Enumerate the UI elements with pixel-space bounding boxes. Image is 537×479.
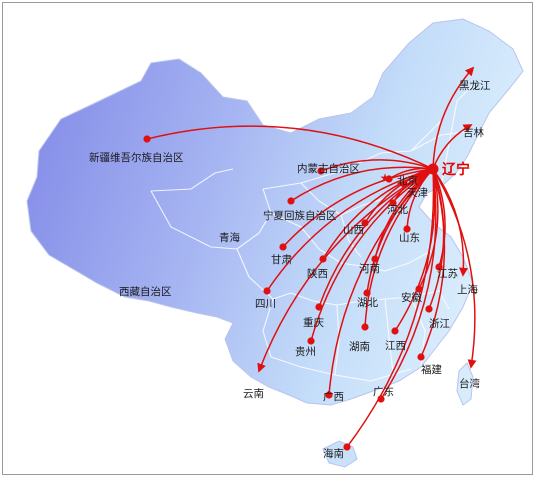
route-line	[432, 66, 475, 170]
province-label: 黑龙江	[459, 79, 491, 92]
taiwan-island	[456, 362, 474, 406]
province-label: 吉林	[463, 126, 484, 139]
province-label: 新疆维吾尔族自治区	[89, 151, 184, 164]
province-label: 福建	[421, 363, 442, 376]
province-label: 上海	[457, 283, 478, 296]
destination-dot	[343, 443, 351, 451]
province-label: 青海	[219, 231, 240, 244]
route-line	[320, 159, 434, 172]
route-line	[310, 168, 434, 342]
destination-dot	[361, 323, 369, 331]
province-label: 山西	[343, 224, 364, 236]
province-label: 广西	[323, 391, 344, 403]
map-frame: ★ 黑龙江吉林内蒙古自治区 新疆维吾尔族自治区北京天津宁夏回族自治区 河北青海 山西甘…	[2, 2, 533, 475]
province-label: 安徽	[401, 291, 422, 304]
destination-dot	[403, 225, 411, 233]
province-label: 浙江	[429, 318, 450, 330]
destination-dot	[279, 243, 287, 251]
route-line	[322, 168, 434, 260]
routes-layer	[143, 66, 477, 451]
destination-dot	[307, 337, 315, 345]
destination-dot	[417, 353, 425, 361]
route-line	[266, 168, 434, 292]
destination-dot	[143, 135, 151, 143]
province-label: 西藏自治区	[119, 285, 172, 298]
destination-dot	[317, 167, 325, 175]
hub-label: 辽宁	[442, 161, 470, 178]
province-label: 云南	[243, 387, 264, 400]
destination-dot	[425, 305, 433, 313]
province-label: 甘肃	[271, 253, 292, 266]
province-label: 宁夏回族自治区	[263, 209, 337, 222]
route-line	[346, 168, 435, 448]
province-label: 海南	[323, 447, 344, 460]
route-line	[328, 168, 434, 396]
route-line	[432, 168, 477, 369]
route-line	[146, 125, 434, 170]
province-label: 天津	[407, 187, 428, 199]
destination-dot	[287, 197, 295, 205]
province-label: 重庆	[303, 316, 324, 329]
destination-dot	[391, 327, 399, 335]
route-line	[420, 168, 446, 358]
province-label: 北京	[397, 174, 418, 187]
destination-dot	[389, 199, 397, 207]
province-label: 湖北	[357, 297, 378, 309]
province-label: 陕西	[307, 267, 328, 280]
destination-dot	[263, 287, 271, 295]
route-line	[282, 168, 434, 248]
province-label: 河南	[359, 262, 380, 275]
province-label: 江西	[385, 340, 406, 352]
province-label: 山东	[399, 231, 420, 244]
province-label: 四川	[255, 298, 276, 310]
destination-dot	[325, 391, 333, 399]
destination-dot	[315, 303, 323, 311]
route-line	[364, 168, 434, 328]
province-label: 台湾	[459, 377, 480, 390]
route-line	[290, 166, 434, 202]
province-label: 广东	[373, 385, 394, 398]
province-label: 湖南	[349, 340, 370, 353]
star-icon: ★	[380, 171, 391, 185]
hub-marker	[427, 163, 439, 175]
province-label: 内蒙古自治区	[297, 162, 360, 175]
route-line	[380, 168, 437, 400]
route-line	[257, 168, 434, 373]
route-line	[318, 168, 434, 308]
province-label: 贵州	[295, 345, 316, 358]
province-label: 河北	[387, 204, 408, 216]
province-label: 江苏	[437, 267, 458, 280]
